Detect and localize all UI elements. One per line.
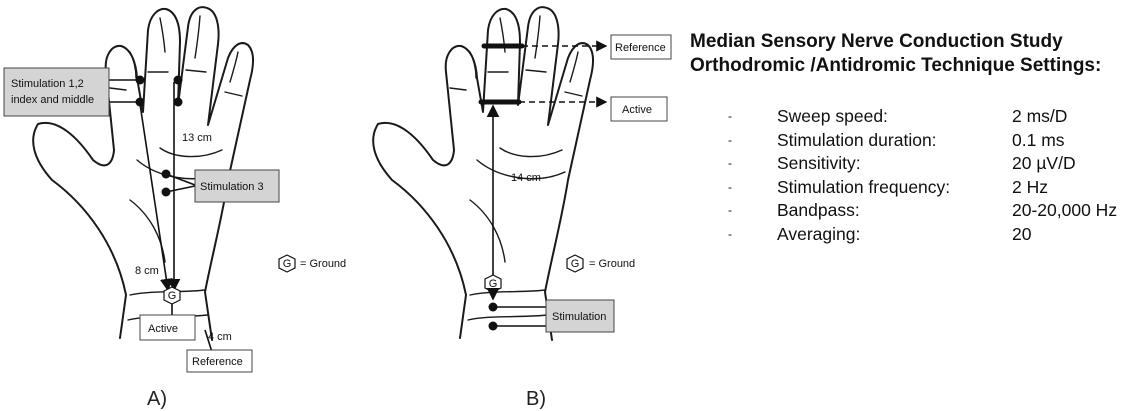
panel-a-caption: A) <box>147 388 167 410</box>
setting-label: Sweep speed: <box>777 106 888 127</box>
bullet-dash: - <box>728 156 732 170</box>
hand-creases-a <box>110 16 242 320</box>
bullet-dash: - <box>728 180 732 194</box>
active-label-a: Active <box>148 323 178 335</box>
panel-b-caption: B) <box>526 388 546 410</box>
panel-b: Reference Active 14 cm G Stimulation G =… <box>373 7 671 410</box>
setting-value: 20-20,000 Hz <box>1012 200 1117 221</box>
hand-creases-b <box>450 16 582 320</box>
setting-label: Sensitivity: <box>777 153 861 174</box>
bullet-dash: - <box>728 227 732 241</box>
stim12-label-line2: index and middle <box>11 94 94 106</box>
setting-value: 2 Hz <box>1012 177 1048 198</box>
setting-value: 2 ms/D <box>1012 106 1067 127</box>
setting-label: Averaging: <box>777 224 860 245</box>
svg-text:G: G <box>283 258 292 270</box>
distance-label-14cm: 14 cm <box>511 172 541 184</box>
ground-legend-a: G = Ground <box>279 255 346 272</box>
ground-electrode-b: G <box>485 275 501 292</box>
stim12-label-line1: Stimulation 1,2 <box>11 78 84 90</box>
svg-text:G: G <box>571 258 580 270</box>
setting-label: Bandpass: <box>777 200 860 221</box>
setting-value: 0.1 ms <box>1012 130 1065 151</box>
stim-electrode-middle-1 <box>174 76 183 85</box>
bullet-dash: - <box>728 203 732 217</box>
svg-text:= Ground: = Ground <box>300 258 346 270</box>
setting-label: Stimulation duration: <box>777 130 937 151</box>
leader-stim3-bottom <box>166 186 195 192</box>
reference-label-b: Reference <box>615 42 666 54</box>
setting-label: Stimulation frequency: <box>777 177 950 198</box>
stim3-label: Stimulation 3 <box>200 181 264 193</box>
settings-title: Median Sensory Nerve Conduction Study Or… <box>690 30 1130 78</box>
active-label-b: Active <box>622 104 652 116</box>
svg-text:G: G <box>168 290 177 302</box>
leader-stim3-top <box>166 174 195 185</box>
setting-value: 20 <box>1012 224 1031 245</box>
bullet-dash: - <box>728 109 732 123</box>
distance-label-4cm: 4 cm <box>208 331 232 343</box>
title-line-1: Median Sensory Nerve Conduction Study <box>690 30 1130 54</box>
reference-label-a: Reference <box>192 356 243 368</box>
svg-text:= Ground: = Ground <box>589 258 635 270</box>
stimulation-label-b: Stimulation <box>552 311 606 323</box>
bullet-dash: - <box>728 133 732 147</box>
ground-legend-b: G = Ground <box>567 255 635 272</box>
distance-line-8cm <box>140 104 168 290</box>
distance-label-13cm: 13 cm <box>182 132 212 144</box>
svg-text:G: G <box>489 278 498 290</box>
panel-a: G Stimulation 1,2 index and middle Stimu… <box>4 7 346 410</box>
stim12-box <box>4 68 109 116</box>
setting-value: 20 µV/D <box>1012 153 1076 174</box>
distance-label-8cm: 8 cm <box>135 265 159 277</box>
title-line-2: Orthodromic /Antidromic Technique Settin… <box>690 54 1130 78</box>
stim-electrode-middle-2 <box>174 98 183 107</box>
ground-electrode-a: G <box>164 287 180 304</box>
